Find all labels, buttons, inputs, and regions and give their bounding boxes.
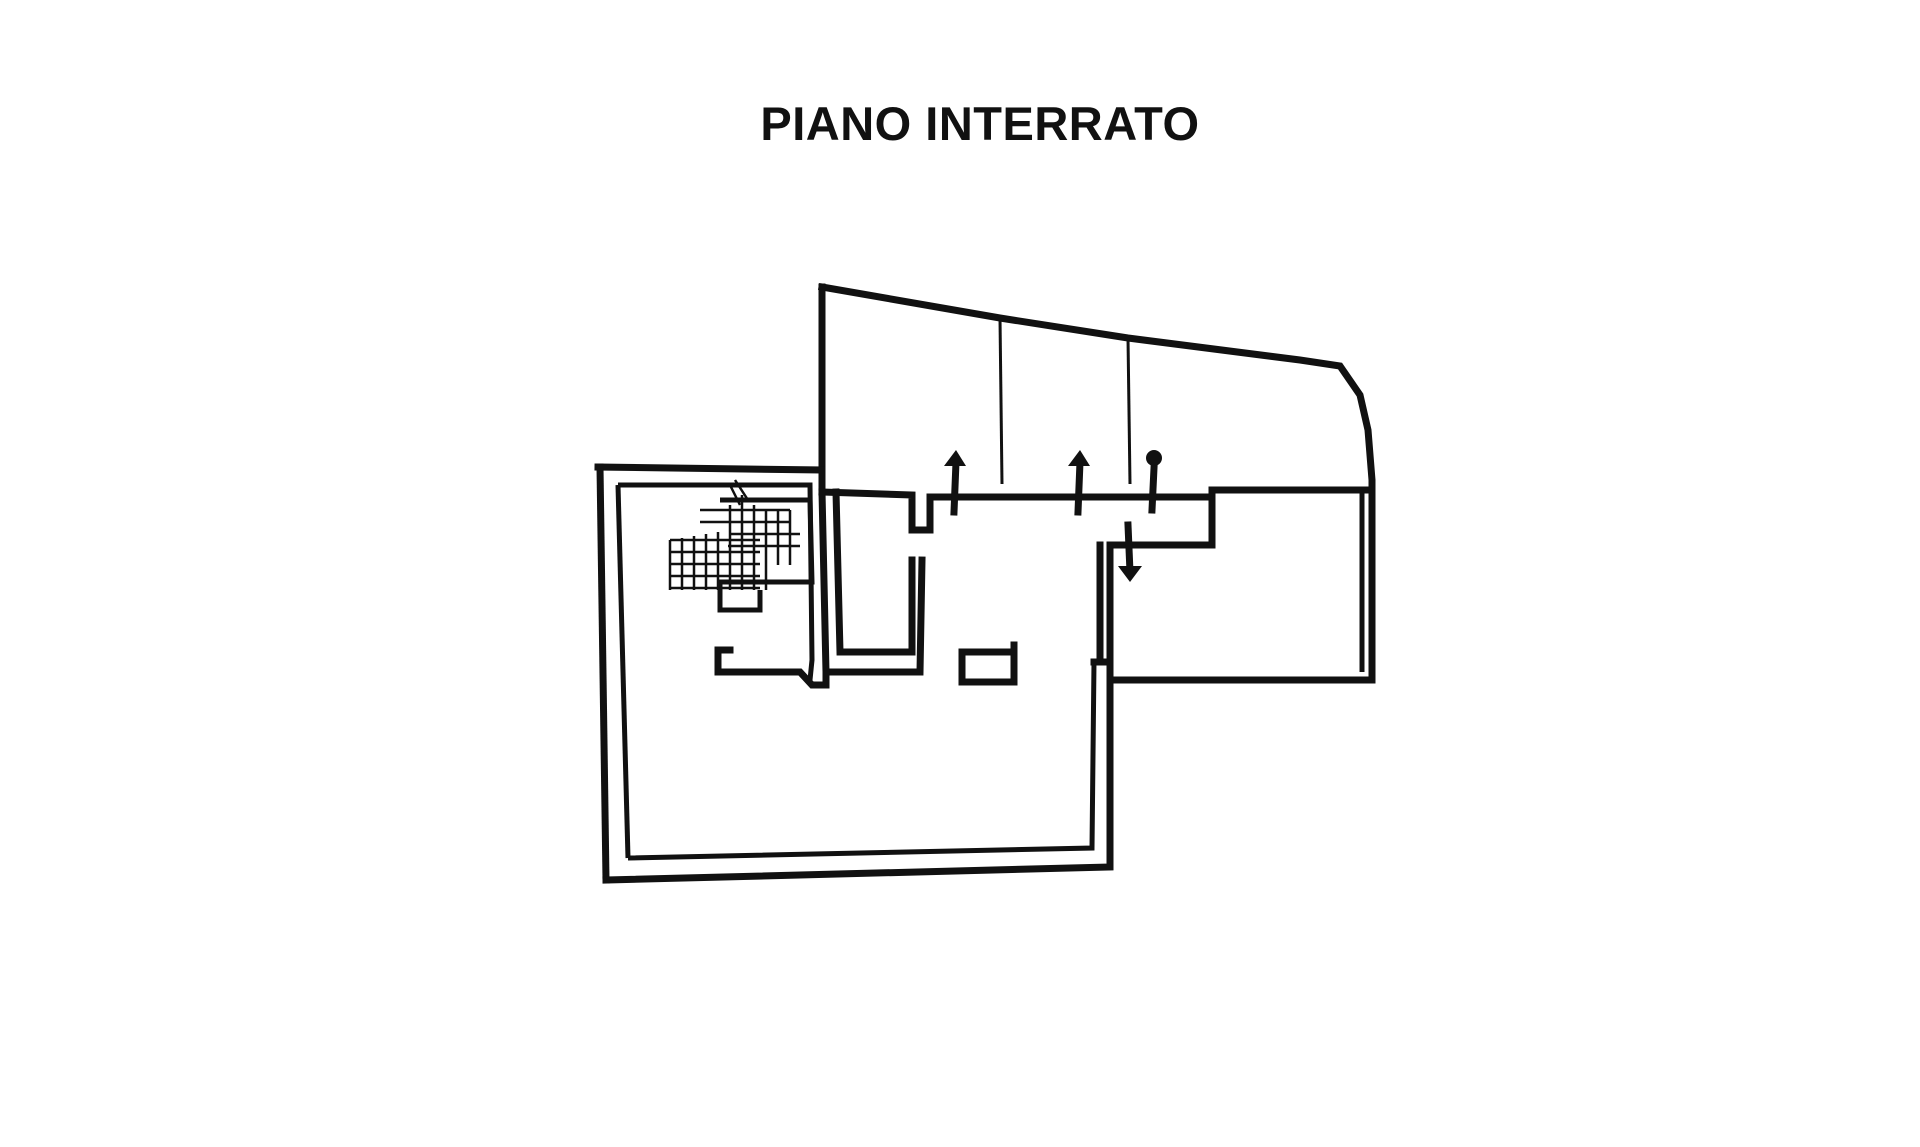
box-divider-2	[1126, 337, 1132, 485]
corridor-left-wall	[832, 488, 916, 656]
box-divider-1	[998, 317, 1004, 485]
up-arrow-icon	[1146, 450, 1162, 514]
corridor-left-wall-outer	[818, 488, 926, 676]
up-arrow-icon	[1068, 450, 1090, 516]
down-arrow-icon	[1118, 521, 1142, 582]
up-arrow-icon	[944, 450, 966, 516]
page-title: PIANO INTERRATO	[760, 97, 1200, 150]
stair-icon	[668, 479, 815, 613]
inner-wall-left	[615, 484, 631, 859]
wall-right-room	[1106, 486, 1376, 684]
inner-wall-bottom	[627, 661, 1097, 861]
outer-wall-bottom	[602, 676, 1114, 884]
corridor-top-wall	[818, 488, 1216, 534]
partition-lower	[714, 646, 830, 689]
outer-wall-left-room	[594, 463, 826, 496]
outer-wall-upper-block	[817, 282, 1376, 494]
technical-niche	[958, 648, 1018, 686]
wall-right-corridor-notch	[1106, 486, 1376, 549]
outer-wall-left-side	[596, 463, 610, 884]
